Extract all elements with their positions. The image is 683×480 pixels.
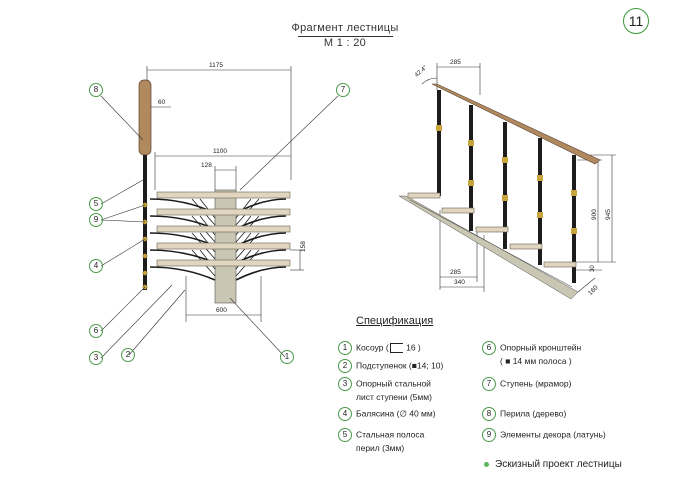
spec-text-1: Косоур ( xyxy=(356,342,389,353)
steps-front xyxy=(156,191,291,267)
step-4 xyxy=(156,242,291,250)
spec-item-9: 9 Элементы декора (латунь) xyxy=(482,428,606,442)
spec-tail-1: 16 ) xyxy=(403,342,421,353)
spec-num-4: 4 xyxy=(338,407,352,421)
step-1 xyxy=(156,191,291,199)
page-number-badge: 11 xyxy=(623,8,649,34)
callout-1: 1 xyxy=(280,350,294,364)
step-5 xyxy=(156,259,291,267)
dim-label-285-top: 285 xyxy=(450,59,461,66)
tread-2 xyxy=(441,207,475,214)
callout-5: 5 xyxy=(89,197,103,211)
spec-num-5: 5 xyxy=(338,428,352,442)
spec-num-2: 2 xyxy=(338,359,352,373)
tread-4 xyxy=(509,243,543,250)
side-balusters xyxy=(436,90,577,283)
baluster-3 xyxy=(502,122,508,249)
brass-decor xyxy=(142,202,148,290)
tread-5 xyxy=(543,261,577,268)
dim-label-60: 60 xyxy=(158,99,166,106)
dim-label-128: 128 xyxy=(201,162,212,169)
spec-text-9: Элементы декора (латунь) xyxy=(500,429,606,440)
spec-item-2: 2 Подступенок (■14; 10) xyxy=(338,359,443,373)
baluster-4 xyxy=(537,138,543,265)
dim-angle-arc xyxy=(421,77,438,85)
spec-text-5: Стальная полоса xyxy=(356,429,425,440)
step-3 xyxy=(156,225,291,233)
dim-label-1100: 1100 xyxy=(213,148,227,155)
spec-item-7: 7 Ступень (мрамор) xyxy=(482,377,571,391)
spec-text-4: Балясина (∅ 40 мм) xyxy=(356,408,436,419)
dim-label-158: 158 xyxy=(300,241,307,252)
front-view xyxy=(146,66,304,322)
spec-title: Спецификация xyxy=(356,315,434,327)
spec-num-9: 9 xyxy=(482,428,496,442)
spec-text-7: Ступень (мрамор) xyxy=(500,378,572,389)
callout-6: 6 xyxy=(89,324,103,338)
footer-caption: Эскизный проект лестницы xyxy=(484,459,622,470)
tread-1 xyxy=(407,192,441,199)
footer-text: Эскизный проект лестницы xyxy=(495,459,622,470)
dim-label-900: 900 xyxy=(591,209,598,220)
spec-item-3: 3 Опорный стальной лист ступени (5мм) xyxy=(338,377,432,404)
callout-2: 2 xyxy=(121,348,135,362)
callout-leaders xyxy=(100,95,339,359)
tread-3 xyxy=(475,226,509,233)
spec-item-5: 5 Стальная полоса перил (3мм) xyxy=(338,428,424,455)
drawing-scale: М 1 : 20 xyxy=(323,37,367,49)
callout-8: 8 xyxy=(89,83,103,97)
side-handrail xyxy=(431,83,601,165)
spec-text-8: Перила (дерево) xyxy=(500,408,567,419)
bracket-5 xyxy=(149,266,287,281)
spec-text-2: Подступенок (■14; 10) xyxy=(356,360,444,371)
spec-num-6: 6 xyxy=(482,341,496,355)
side-view-dims xyxy=(421,63,616,293)
spec-num-7: 7 xyxy=(482,377,496,391)
callout-4: 4 xyxy=(89,259,103,273)
handrail-post xyxy=(138,79,152,156)
step-2 xyxy=(156,208,291,216)
channel-icon xyxy=(389,343,403,353)
side-stringer xyxy=(398,195,579,300)
dim-label-600: 600 xyxy=(216,307,227,314)
callout-9: 9 xyxy=(89,213,103,227)
spec-num-3: 3 xyxy=(338,377,352,391)
spec-num-1: 1 xyxy=(338,341,352,355)
dim-label-1175: 1175 xyxy=(209,62,223,69)
dim-label-285-bottom: 285 xyxy=(450,269,461,276)
spec-item-6: 6 Опорный кронштейн ( ■ 14 мм полоса ) xyxy=(482,341,581,368)
side-treads xyxy=(407,192,577,268)
spec-item-8: 8 Перила (дерево) xyxy=(482,407,566,421)
baluster-1 xyxy=(436,90,442,196)
callout-3: 3 xyxy=(89,351,103,365)
baluster-2 xyxy=(468,105,474,231)
spec-num-8: 8 xyxy=(482,407,496,421)
dim-label-340: 340 xyxy=(454,279,465,286)
dim-label-945: 945 xyxy=(605,209,612,220)
spec-text-3: Опорный стальной xyxy=(356,378,431,389)
callout-7: 7 xyxy=(336,83,350,97)
drawing-title: Фрагмент лестницы xyxy=(291,22,399,34)
spec-text-3b: лист ступени (5мм) xyxy=(356,392,432,402)
dim-label-30: 30 xyxy=(590,265,596,272)
dim-line-160 xyxy=(577,277,596,293)
spec-item-4: 4 Балясина (∅ 40 мм) xyxy=(338,407,436,421)
spec-text-6: Опорный кронштейн xyxy=(500,342,582,353)
spec-text-6b: ( ■ 14 мм полоса ) xyxy=(500,356,572,366)
bullet-dot-icon xyxy=(484,461,489,467)
spec-item-1: 1 Косоур ( 16 ) xyxy=(338,341,421,355)
spec-text-5b: перил (3мм) xyxy=(356,443,405,453)
baluster-5 xyxy=(571,155,577,283)
title-underline xyxy=(298,36,393,37)
